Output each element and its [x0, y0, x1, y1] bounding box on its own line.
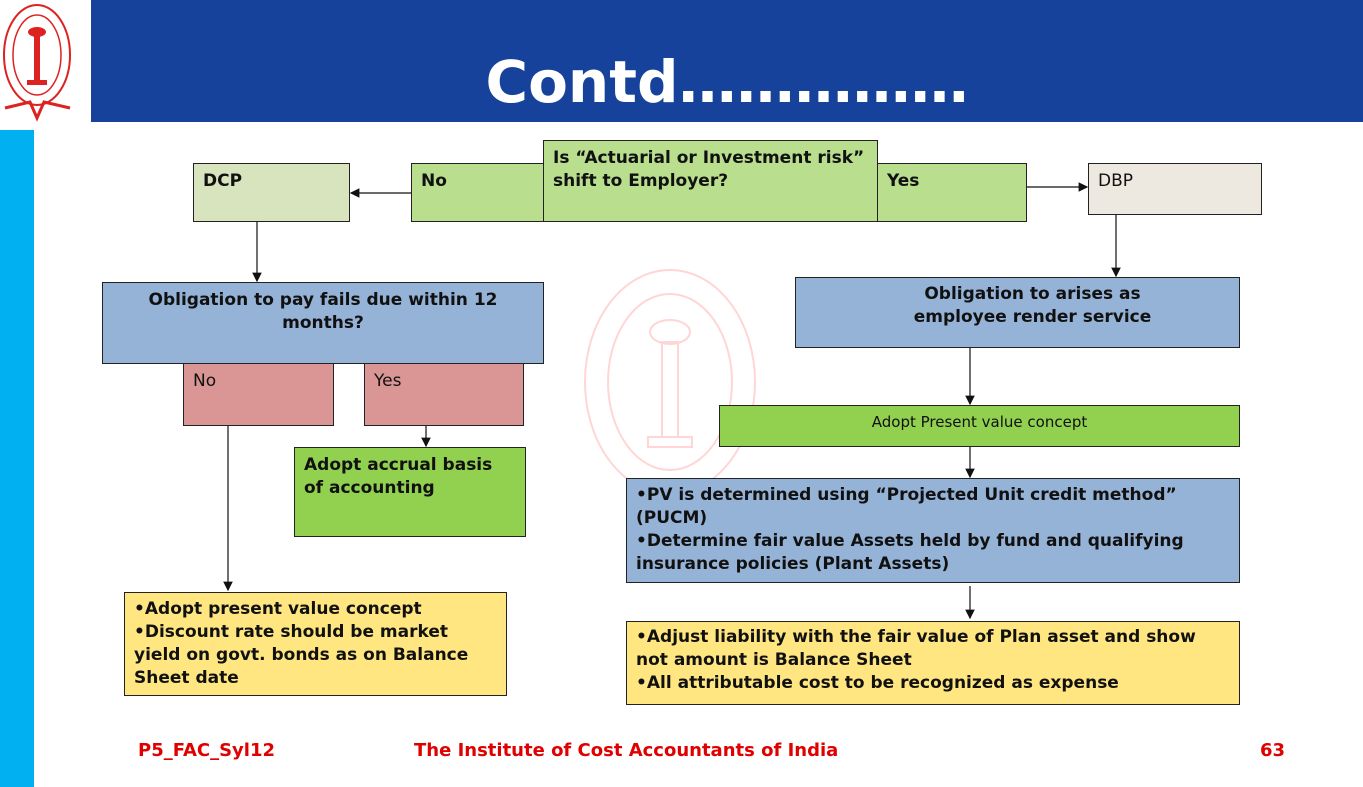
- footer-institute: The Institute of Cost Accountants of Ind…: [414, 740, 839, 761]
- left-yes-box: Yes: [364, 363, 524, 426]
- left-result-box: •Adopt present value concept •Discount r…: [124, 592, 507, 696]
- footer-code: P5_FAC_Syl12: [138, 740, 276, 761]
- right-result-line: •Adjust liability with the fair value of…: [636, 627, 1196, 670]
- right-obligation-box: Obligation to arises as employee render …: [795, 277, 1240, 348]
- right-result-box: •Adjust liability with the fair value of…: [626, 621, 1240, 705]
- right-result-line: •All attributable cost to be recognized …: [636, 673, 1119, 693]
- no-box: No: [411, 163, 544, 222]
- logo: [0, 0, 90, 122]
- page-number: 63: [1260, 740, 1286, 761]
- adopt-pv-box: Adopt Present value concept: [719, 405, 1240, 447]
- left-question-box: Obligation to pay fails due within 12 mo…: [102, 282, 544, 364]
- left-result-line: •Adopt present value concept: [134, 599, 422, 619]
- dcp-box: DCP: [193, 163, 350, 222]
- dbp-box: DBP: [1088, 163, 1262, 215]
- left-result-line: •Discount rate should be market yield on…: [134, 622, 469, 688]
- slide-title: Contd……………: [485, 48, 969, 116]
- accrual-box: Adopt accrual basis of accounting: [294, 447, 526, 537]
- question-box: Is “Actuarial or Investment risk” shift …: [543, 140, 878, 222]
- left-no-box: No: [183, 363, 334, 426]
- yes-box: Yes: [877, 163, 1027, 222]
- header-bar: [91, 0, 1363, 122]
- pv-line: •Determine fair value Assets held by fun…: [636, 531, 1184, 574]
- pv-line: •PV is determined using “Projected Unit …: [636, 485, 1177, 528]
- accent-bar: [0, 130, 34, 787]
- pv-box: •PV is determined using “Projected Unit …: [626, 478, 1240, 583]
